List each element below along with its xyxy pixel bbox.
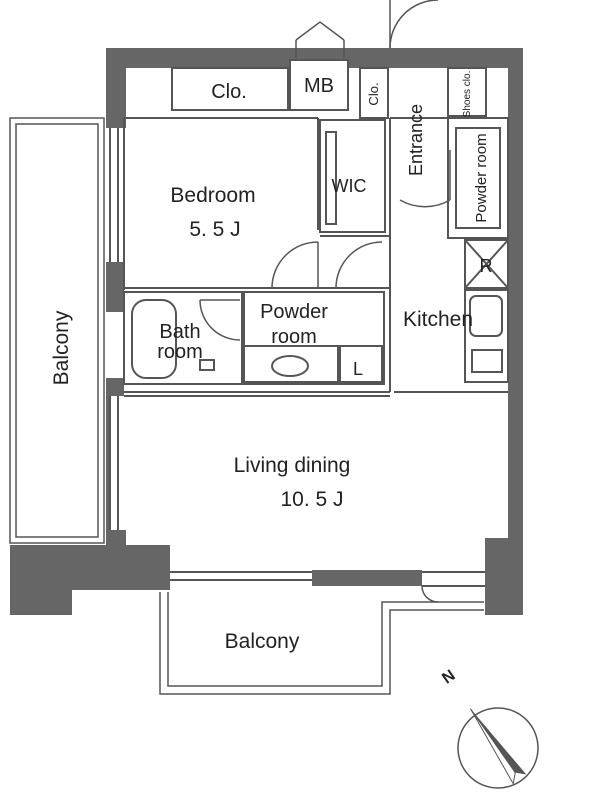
closet-entrance-label: Clo.	[366, 82, 381, 105]
kitchen-label: Kitchen	[403, 308, 473, 331]
living-dining-label: Living dining	[234, 454, 351, 477]
wic-label: WIC	[332, 176, 367, 196]
compass-ring	[457, 707, 539, 789]
exterior-walls	[10, 48, 523, 615]
refrigerator-label: R	[480, 256, 493, 276]
bath-label-1: Bath	[159, 321, 200, 343]
balcony-side-label: Balcony	[50, 310, 73, 385]
balcony-outlines	[9, 117, 484, 695]
compass-north-label: N	[439, 667, 458, 688]
room-labels: Clo. MB Clo. Shoes clo. Bedroom 5. 5 J W…	[50, 71, 493, 653]
bath-label-2: room	[157, 341, 203, 363]
balcony-bottom-label: Balcony	[225, 630, 300, 653]
compass: N	[439, 667, 539, 789]
entrance-label: Entrance	[406, 104, 426, 176]
living-size-label: 10. 5 J	[280, 488, 343, 511]
interior-walls	[109, 59, 509, 587]
shoes-closet-label: Shoes clo.	[462, 71, 473, 118]
laundry-label: L	[353, 359, 363, 379]
closet-top-label: Clo.	[211, 81, 247, 103]
meter-box-label: MB	[304, 75, 334, 97]
bedroom-size-label: 5. 5 J	[189, 218, 240, 241]
powder-room-small-label: Powder room	[473, 133, 490, 222]
bedroom-name-label: Bedroom	[170, 184, 255, 207]
powder-room-label-1: Powder	[260, 301, 328, 323]
powder-room-label-2: room	[271, 326, 317, 348]
